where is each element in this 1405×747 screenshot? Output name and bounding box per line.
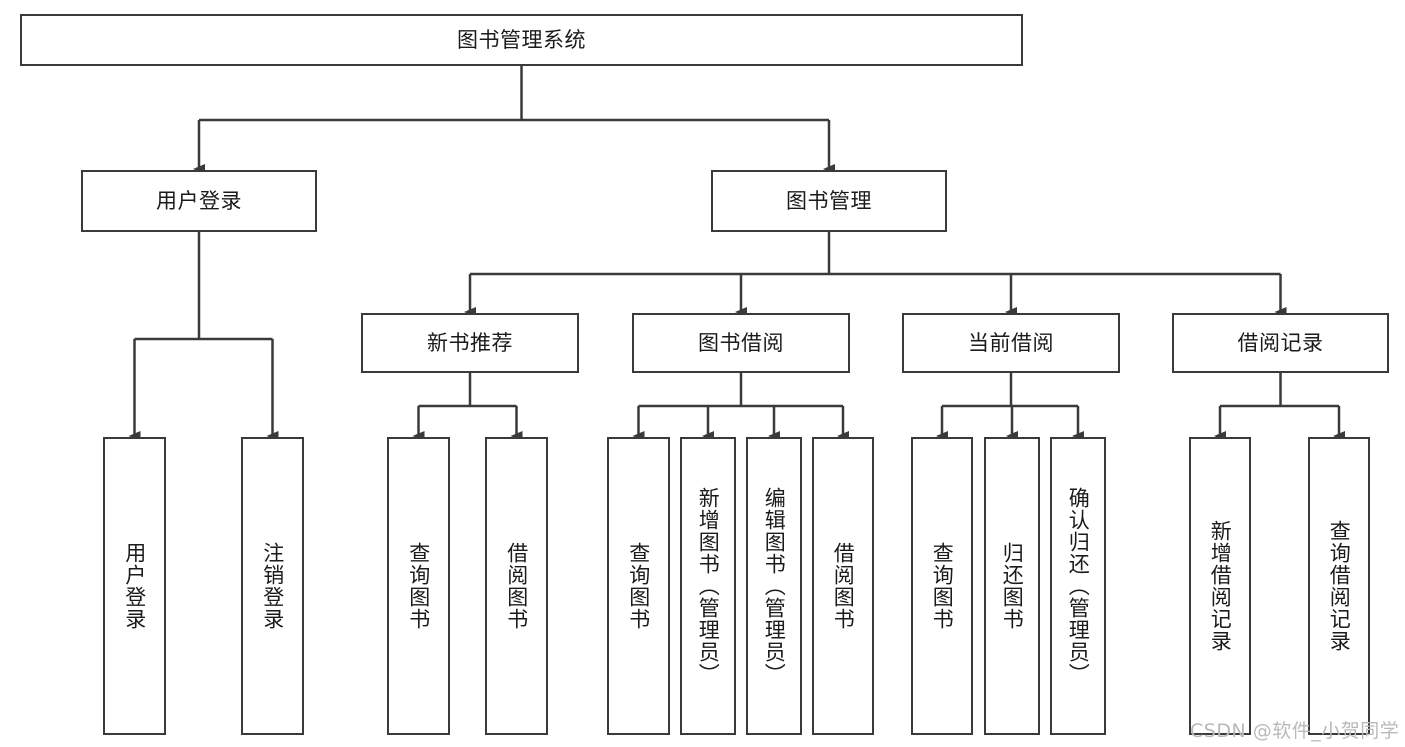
node-book-manage[interactable]: 图书管理: [711, 170, 947, 232]
csdn-watermark: CSDN @软件_小贺同学: [1190, 720, 1400, 742]
node-leaf-user-login[interactable]: 用户登录: [103, 437, 166, 735]
node-label: 新书推荐: [427, 330, 513, 355]
node-leaf-confirm-return[interactable]: 确认归还（管理员）: [1050, 437, 1106, 735]
node-label: 新增借阅记录: [1208, 520, 1233, 652]
node-label: 查询图书: [406, 542, 431, 630]
node-borrow-record[interactable]: 借阅记录: [1172, 313, 1389, 373]
node-label: 编辑图书（管理员）: [762, 487, 787, 685]
node-label: 归还图书: [1000, 542, 1025, 630]
node-leaf-borrow-book-rec[interactable]: 借阅图书: [485, 437, 548, 735]
node-current-borrow[interactable]: 当前借阅: [902, 313, 1120, 373]
node-leaf-return-book[interactable]: 归还图书: [984, 437, 1040, 735]
node-leaf-add-book[interactable]: 新增图书（管理员）: [680, 437, 736, 735]
node-leaf-edit-book[interactable]: 编辑图书（管理员）: [746, 437, 802, 735]
node-label: 图书管理系统: [457, 27, 586, 52]
node-label: 图书借阅: [698, 330, 784, 355]
node-label: 借阅记录: [1237, 330, 1324, 355]
node-new-book-rec[interactable]: 新书推荐: [361, 313, 579, 373]
node-label: 借阅图书: [504, 542, 529, 630]
node-label: 新增图书（管理员）: [696, 487, 721, 685]
node-label: 查询借阅记录: [1327, 520, 1352, 652]
node-label: 注销登录: [260, 542, 285, 630]
node-label: 查询图书: [626, 542, 651, 630]
node-leaf-logout[interactable]: 注销登录: [241, 437, 304, 735]
node-label: 用户登录: [156, 188, 242, 213]
node-leaf-add-record[interactable]: 新增借阅记录: [1189, 437, 1251, 735]
node-user-login[interactable]: 用户登录: [81, 170, 317, 232]
node-label: 确认归还（管理员）: [1066, 487, 1091, 685]
node-leaf-borrow-book[interactable]: 借阅图书: [812, 437, 874, 735]
node-label: 借阅图书: [831, 542, 856, 630]
node-label: 查询图书: [930, 542, 955, 630]
node-leaf-query-book-rec[interactable]: 查询图书: [387, 437, 450, 735]
node-leaf-query-record[interactable]: 查询借阅记录: [1308, 437, 1370, 735]
node-book-borrow[interactable]: 图书借阅: [632, 313, 850, 373]
node-label: 图书管理: [786, 188, 872, 213]
node-label: 当前借阅: [968, 330, 1054, 355]
node-root[interactable]: 图书管理系统: [20, 14, 1023, 66]
node-leaf-query-book-borrow[interactable]: 查询图书: [607, 437, 670, 735]
node-leaf-query-book-current[interactable]: 查询图书: [911, 437, 973, 735]
node-label: 用户登录: [122, 542, 147, 630]
